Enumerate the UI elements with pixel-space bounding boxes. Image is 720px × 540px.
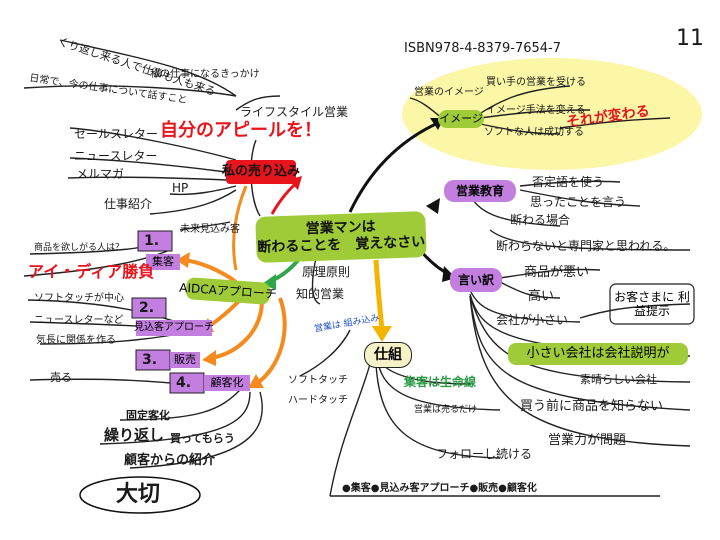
arrow-head-step-4: [248, 374, 264, 388]
image-node[interactable]: イメージ: [438, 110, 484, 128]
step-2-note-3: 気長に関係を作る: [36, 335, 116, 346]
arrow-to-image: [348, 120, 441, 213]
arrow-to-shikumi: [373, 259, 385, 331]
step-1-note: 商品を欲しがる人は？: [34, 243, 125, 253]
mind-label: 営業教育: [455, 183, 504, 198]
self-pr-label: 自分のアピールを！: [160, 120, 322, 141]
arrow-loop: [232, 185, 248, 271]
pr-item-news-letter: ニュースレター: [74, 149, 158, 163]
lifestyle-label: ライフスタイル営業: [240, 105, 349, 119]
arrow-head-step-3: [202, 350, 216, 366]
pr-item-mailmag: メルマガ: [76, 167, 125, 181]
arrow-head-mind: [426, 198, 440, 214]
bottom-branches: [299, 239, 660, 497]
pr-item-job-intro: 仕事紹介: [104, 197, 153, 211]
step-1-number: 1.: [144, 233, 160, 249]
step-1-sub: アイ・ディア勝負: [28, 262, 155, 281]
step-4-label: 顧客化: [210, 376, 244, 390]
taisetsu-label: 大切: [116, 482, 161, 507]
mind-item-1: 否定語を使う: [532, 175, 605, 189]
image-bubble-ellipse: [402, 58, 702, 170]
step-3-label: 販売: [174, 353, 196, 367]
reasons-node[interactable]: 言い訳: [450, 268, 502, 292]
sell-me-node[interactable]: 私の売り込み: [222, 160, 300, 184]
reasons-label: 言い訳: [457, 272, 494, 287]
step-4-label-node[interactable]: 顧客化: [204, 375, 250, 391]
image-item-2: 買い手の営業を受ける: [486, 77, 586, 88]
sell-me-label: 私の売り込み: [222, 164, 301, 180]
step-2-box: [131, 297, 167, 319]
customer-advice-outline: [609, 283, 695, 325]
image-item-4: ソフトな人は成功する: [484, 127, 584, 138]
refuse-label: 断わる場合: [510, 213, 571, 227]
repeat-big-label: 繰り返し: [104, 426, 165, 444]
small-company-node[interactable]: 小さい会社は会社説明が: [508, 343, 688, 365]
mind-node[interactable]: 営業教育: [444, 180, 516, 202]
image-label: イメージ: [439, 112, 483, 126]
sales-lack-label: 営業力が問題: [548, 433, 627, 448]
step-3-label-node[interactable]: 販売: [170, 352, 200, 368]
step-2-number: 2.: [139, 300, 155, 316]
right-branches: [409, 85, 691, 447]
sales-stop-label: 営業は売るだけ: [414, 405, 478, 415]
principle-label: 原理原則: [302, 265, 351, 279]
step-4-number: 4.: [176, 375, 192, 391]
soft-touch-label: ソフトタッチ: [288, 375, 348, 386]
step-2-note-2: ニュースレターなど: [34, 315, 124, 326]
customer-advice-label: お客さまに 利益提示: [614, 289, 690, 318]
step-1-label: 集客: [152, 255, 174, 269]
isbn-text: ISBN978-4-8379-7654-7: [404, 41, 562, 56]
step-4-note: 売る: [50, 371, 72, 384]
follow-label: フォローし続ける: [436, 447, 533, 461]
hard-touch-label: ハードタッチ: [288, 395, 348, 406]
top-note-2: 私の仕事になるきっかけ: [150, 69, 260, 80]
center-line-2: 断わることを 覚えなさい: [257, 234, 426, 256]
customer-advice-node: お客さまに 利益提示: [612, 286, 692, 322]
arrow-step-3: [211, 299, 264, 360]
knowledge-label: 知的営業: [296, 287, 345, 301]
fixed-customer-label: 固定客化: [126, 409, 170, 422]
step-1-side: 未来見込み客: [180, 224, 240, 235]
arrow-head-approach: [262, 274, 276, 290]
small-company-label: 小さい会社は会社説明が: [526, 346, 670, 362]
shikumi-node[interactable]: 仕組: [364, 342, 412, 368]
taisetsu-ellipse: [79, 476, 201, 514]
reason-item-3: 会社が小さい: [496, 313, 569, 327]
arrow-step-4: [254, 297, 287, 386]
step-2-note-1: ソフトタッチが中心: [34, 293, 124, 304]
center-node[interactable]: 営業マンは 断わることを 覚えなさい: [255, 211, 427, 263]
reason-item-2: 高い: [528, 289, 555, 304]
step-2-label: 見込客アプローチ: [134, 322, 214, 333]
mind-item-2: 思ったことを言う: [530, 195, 627, 209]
repeat-small-label: 買ってもらう: [170, 432, 235, 445]
step-3-number: 3.: [142, 352, 158, 368]
refuse-note: 断わらないと専門家と思われる。: [496, 239, 676, 253]
page-number: 11: [676, 26, 704, 51]
arrow-head-step-1: [176, 252, 190, 268]
pr-item-sales-letter: セールスレター: [74, 127, 159, 141]
small-note: 素晴らしい会社: [580, 373, 657, 386]
approach-label: AIDCAアプローチ: [178, 280, 278, 302]
image-item-1: 営業のイメージ: [414, 87, 484, 98]
pr-item-hp: HP: [172, 181, 189, 195]
step-1-label-node[interactable]: 集客: [146, 254, 180, 270]
collect-life-label: 集客は生命線: [404, 375, 477, 389]
image-item-3: イメージ手法を変える: [486, 105, 586, 116]
referral-label: 顧客からの紹介: [124, 453, 216, 468]
summary-label: ●集客●見込み客アプローチ●販売●顧客化: [342, 483, 537, 494]
arrow-head-shikumi: [372, 326, 392, 342]
reason-item-1: 商品が悪い: [524, 265, 590, 280]
step-2-label-node[interactable]: 見込客アプローチ: [134, 320, 214, 336]
shikumi-label: 仕組: [374, 346, 402, 363]
before-buy-label: 買う前に商品を知らない: [520, 399, 664, 414]
step-1-box: [137, 230, 173, 252]
